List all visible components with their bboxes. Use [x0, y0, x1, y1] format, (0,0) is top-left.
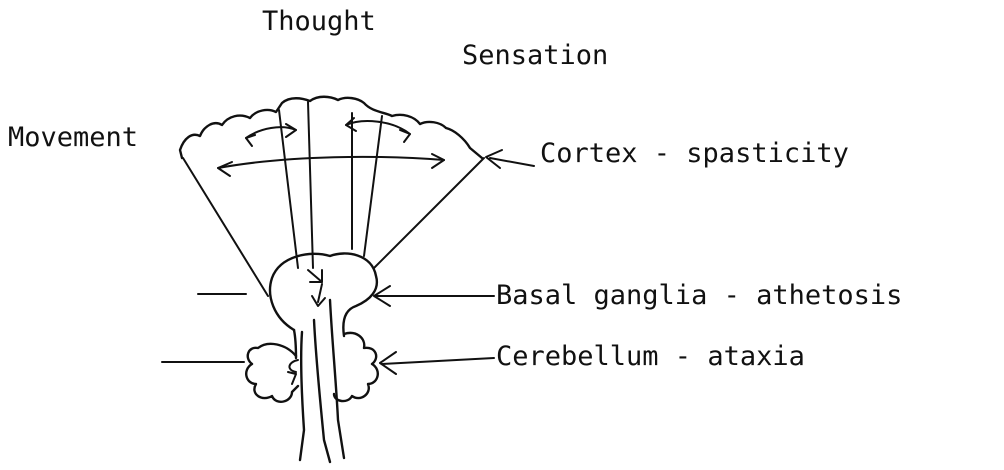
label-movement: Movement — [8, 122, 138, 153]
brainstem-outline — [300, 300, 344, 462]
pointer-cerebellum — [380, 352, 494, 374]
cortex-outline — [180, 97, 482, 158]
cerebellum-right-lobes — [334, 333, 378, 401]
left-level-markers — [162, 294, 246, 362]
label-thought: Thought — [262, 6, 376, 37]
label-sensation: Sensation — [462, 40, 608, 71]
label-basal-ganglia-athetosis: Basal ganglia - athetosis — [496, 280, 902, 311]
cortical-association-arrows — [218, 118, 444, 176]
projection-lines — [183, 102, 484, 296]
pointer-basal-ganglia — [374, 286, 494, 306]
label-cortex-spasticity: Cortex - spasticity — [540, 138, 849, 169]
cerebellum-left-lobes — [246, 344, 298, 402]
label-cerebellum-ataxia: Cerebellum - ataxia — [496, 341, 805, 372]
pointer-cortex — [486, 150, 534, 168]
descending-arrows — [308, 270, 325, 306]
basal-ganglia-outline — [270, 253, 377, 358]
